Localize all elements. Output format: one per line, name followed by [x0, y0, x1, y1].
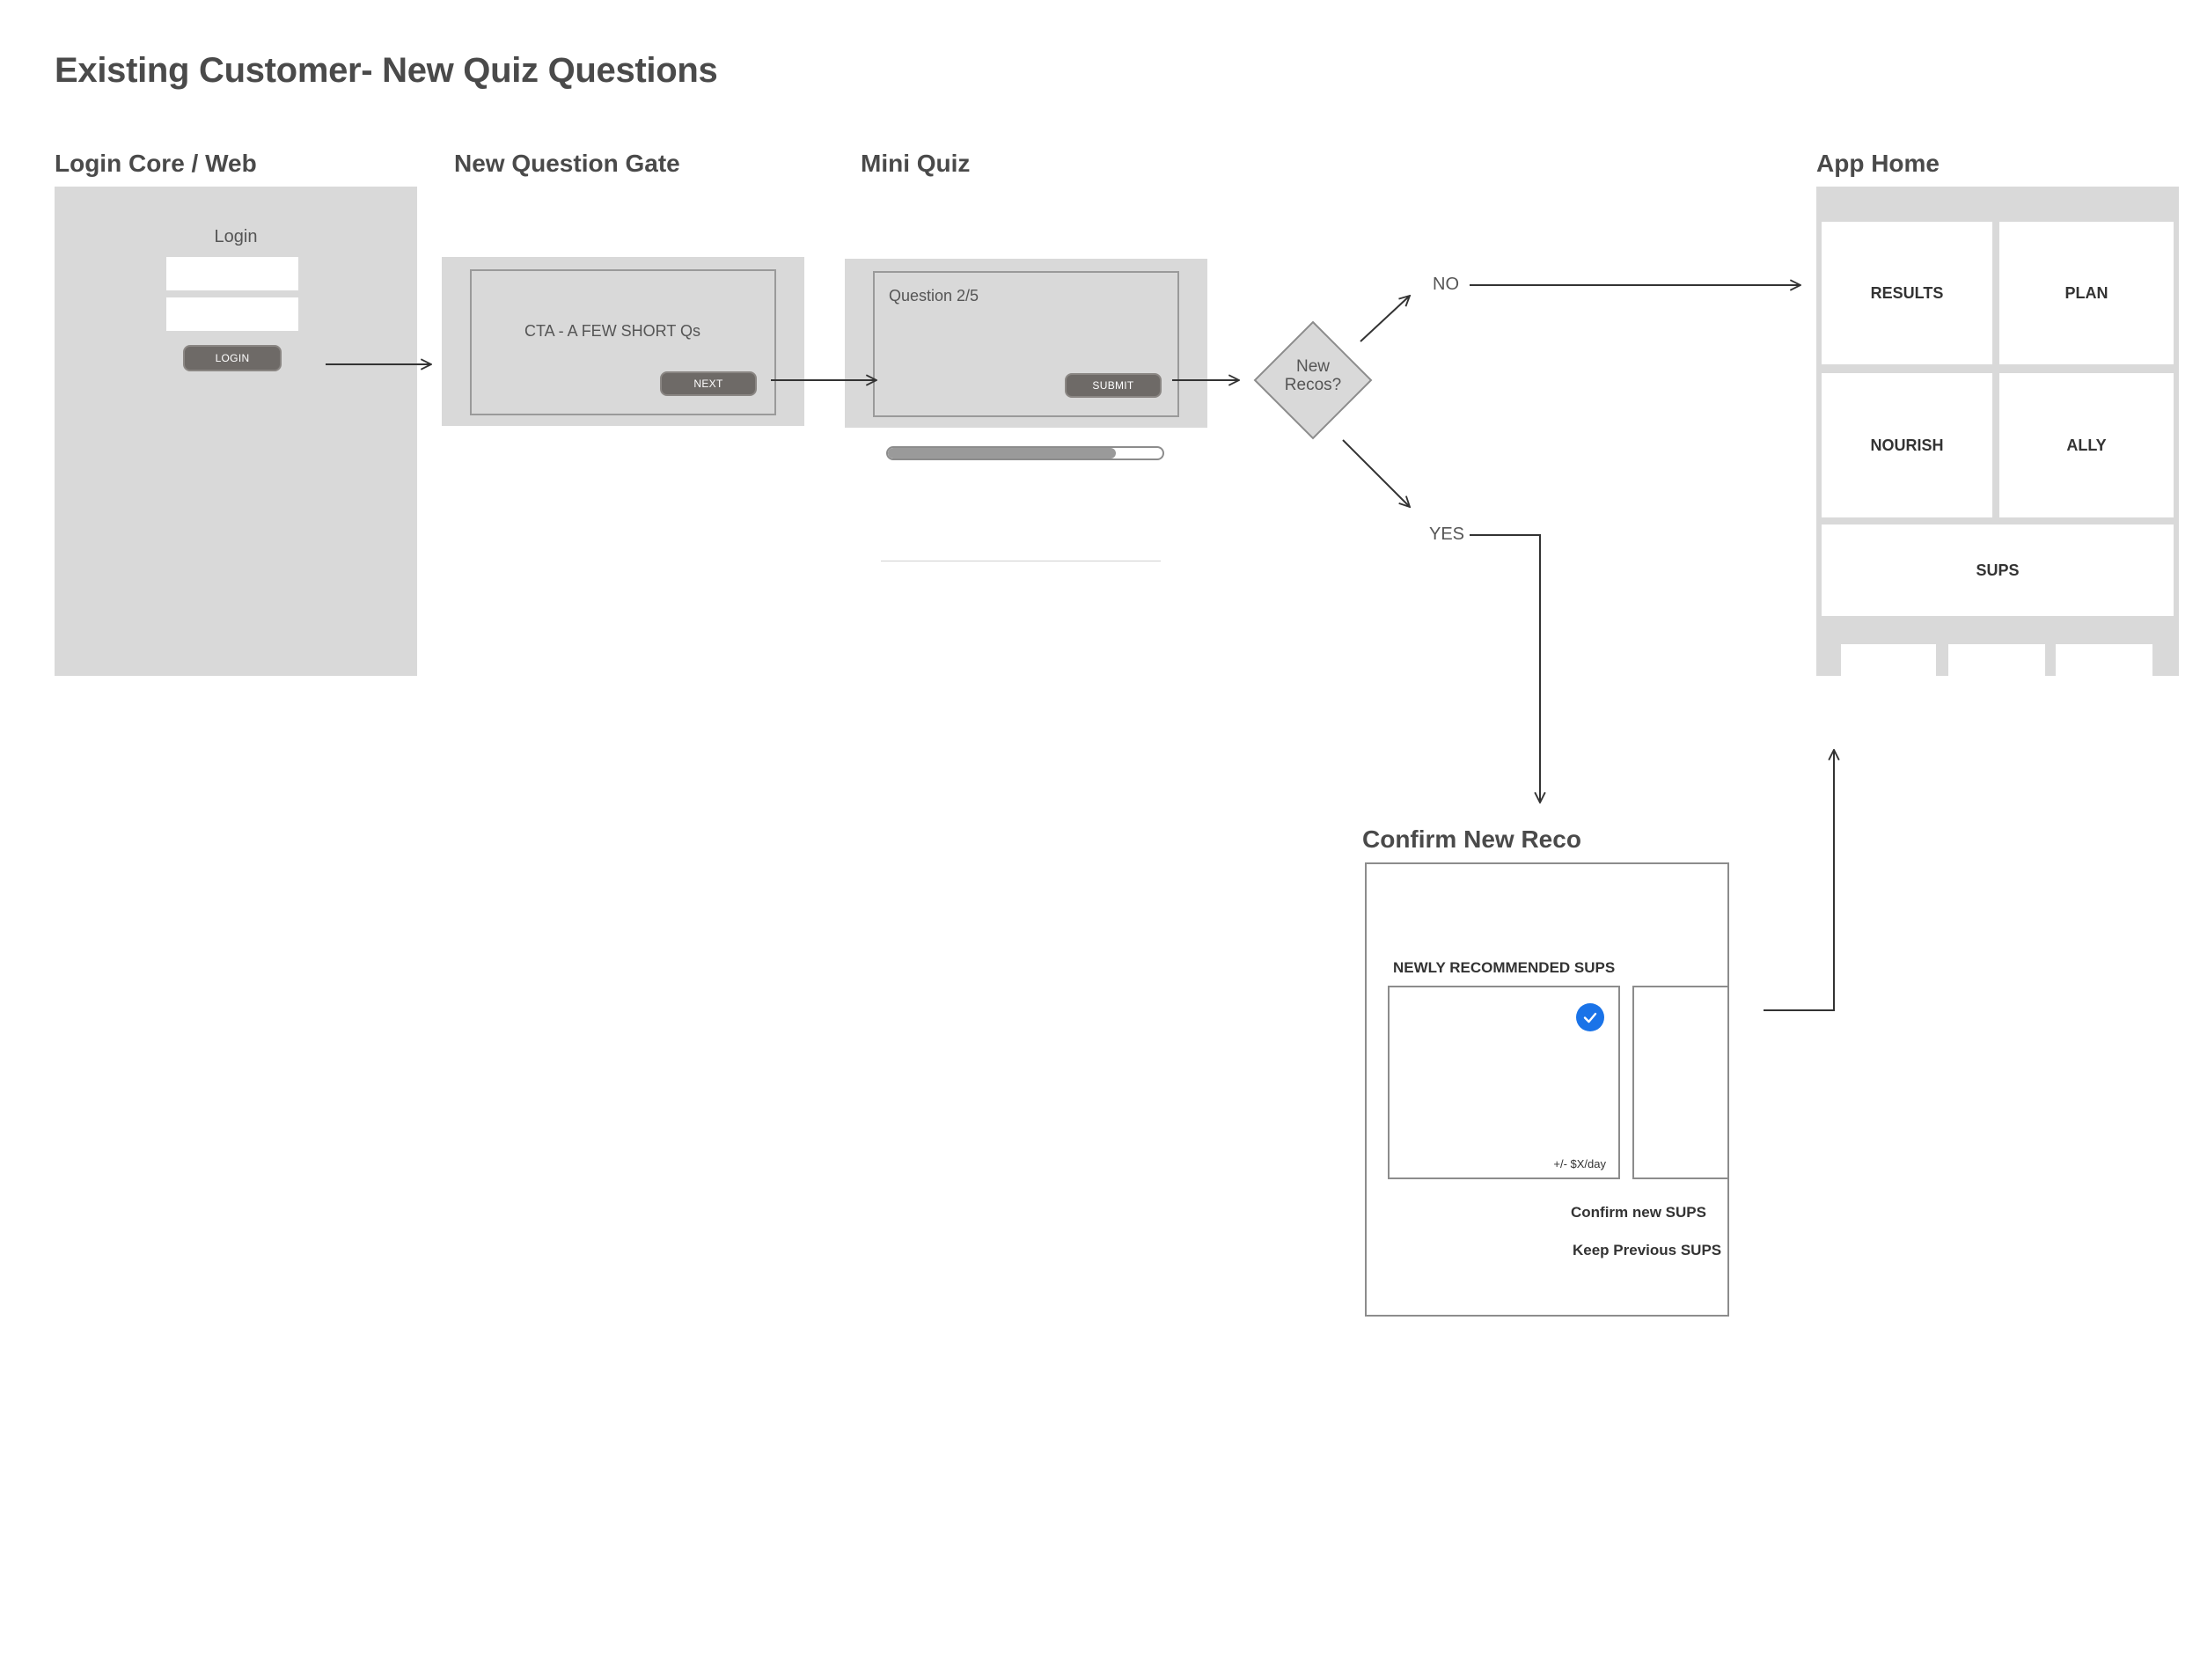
quiz-progress-bar — [886, 446, 1164, 460]
keep-previous-sups-link[interactable]: Keep Previous SUPS — [1573, 1242, 1722, 1258]
app-home-screen: RESULTS PLAN NOURISH ALLY SUPS — [1816, 187, 2179, 676]
quiz-section-title: Mini Quiz — [861, 150, 971, 177]
confirm-new-sups-link[interactable]: Confirm new SUPS — [1571, 1204, 1706, 1221]
quiz-card: Question 2/5 SUBMIT — [873, 271, 1179, 417]
tile-ally[interactable]: ALLY — [1999, 373, 2174, 517]
confirm-screen: NEWLY RECOMMENDED SUPS +/- $X/day Confir… — [1365, 862, 1729, 1317]
login-button[interactable]: LOGIN — [183, 345, 282, 371]
tile-results[interactable]: RESULTS — [1822, 222, 1992, 364]
app-home-section-title: App Home — [1816, 150, 1940, 177]
login-section-title: Login Core / Web — [55, 150, 257, 177]
arrow-confirm-to-app-home — [1764, 750, 1834, 1011]
bottom-nav-item-2[interactable] — [1948, 644, 2045, 676]
decision-diamond — [1253, 320, 1373, 440]
gate-section-title: New Question Gate — [454, 150, 680, 177]
tile-nourish[interactable]: NOURISH — [1822, 373, 1992, 517]
no-label: NO — [1433, 275, 1459, 294]
bottom-nav-item-1[interactable] — [1841, 644, 1936, 676]
sups-card-next[interactable] — [1632, 986, 1727, 1179]
price-text: +/- $X/day — [1553, 1157, 1606, 1170]
submit-button[interactable]: SUBMIT — [1065, 373, 1162, 398]
quiz-question-text: Question 2/5 — [889, 287, 979, 304]
newly-recommended-heading: NEWLY RECOMMENDED SUPS — [1393, 959, 1616, 976]
decision-text-line2: Recos? — [1284, 376, 1342, 394]
gate-card: CTA - A FEW SHORT Qs NEXT — [470, 269, 776, 415]
page-title: Existing Customer- New Quiz Questions — [55, 51, 718, 90]
sups-card[interactable]: +/- $X/day — [1388, 986, 1620, 1179]
login-screen: Login LOGIN — [55, 187, 417, 676]
username-field[interactable] — [166, 257, 298, 290]
quiz-screen: Question 2/5 SUBMIT — [845, 259, 1207, 428]
check-icon[interactable] — [1576, 1003, 1604, 1031]
arrow-decision-to-no — [1360, 296, 1410, 342]
quiz-progress-fill — [888, 448, 1116, 459]
tile-plan[interactable]: PLAN — [1999, 222, 2174, 364]
decision-text: New Recos? — [1255, 357, 1371, 394]
login-heading: Login — [214, 227, 258, 246]
next-button[interactable]: NEXT — [660, 371, 757, 396]
arrow-yes-to-confirm — [1470, 534, 1540, 803]
decision-text-line1: New — [1295, 357, 1330, 376]
bottom-nav-item-3[interactable] — [2056, 644, 2152, 676]
yes-label: YES — [1429, 525, 1465, 544]
confirm-section-title: Confirm New Reco — [1362, 825, 1581, 853]
arrow-decision-to-yes — [1342, 439, 1410, 507]
password-field[interactable] — [166, 297, 298, 331]
gate-cta-text: CTA - A FEW SHORT Qs — [524, 322, 701, 340]
tile-sups[interactable]: SUPS — [1822, 525, 2174, 616]
gate-screen: CTA - A FEW SHORT Qs NEXT — [442, 257, 804, 426]
